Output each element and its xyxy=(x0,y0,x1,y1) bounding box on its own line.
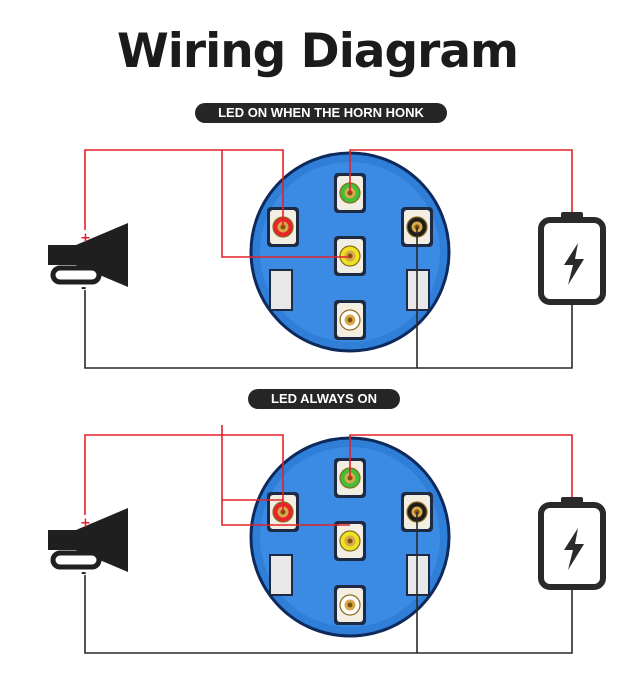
section-label-always-on: LED ALWAYS ON xyxy=(248,389,400,409)
wiring-diagram-horn-honk: +- xyxy=(48,149,606,369)
battery-icon xyxy=(538,212,606,305)
wire-battery-positive xyxy=(349,434,573,497)
terminal-plain xyxy=(334,300,366,340)
wire-battery-negative xyxy=(417,305,573,369)
page-title: Wiring Diagram xyxy=(116,24,519,79)
section-label-horn-honk: LED ON WHEN THE HORN HONK xyxy=(195,103,447,123)
wiring-diagram-always-on: +- xyxy=(48,425,606,654)
terminal-yellow xyxy=(334,236,366,276)
wire-led-yellow xyxy=(221,425,350,526)
wire-battery-negative xyxy=(417,590,573,654)
horn-minus-sign: - xyxy=(81,281,86,296)
wires xyxy=(84,149,573,369)
wires xyxy=(84,425,573,654)
horn-plus-sign: + xyxy=(80,231,91,246)
wire-horn-positive xyxy=(84,149,284,230)
wire-horn-positive xyxy=(84,434,284,515)
wire-horn-negative xyxy=(84,512,418,654)
horn-minus-sign: - xyxy=(81,566,86,581)
terminal-yellow xyxy=(334,521,366,561)
battery-icon xyxy=(538,497,606,590)
horn-icon xyxy=(48,223,128,287)
switch-tab-right xyxy=(406,269,430,311)
wire-battery-positive xyxy=(349,149,573,212)
switch-tab-right xyxy=(406,554,430,596)
switch-tab-left xyxy=(269,269,293,311)
horn-plus-sign: + xyxy=(80,516,91,531)
horn-icon xyxy=(48,508,128,572)
lightning-bolt-icon xyxy=(564,243,584,285)
terminal-plain xyxy=(334,585,366,625)
switch-tab-left xyxy=(269,554,293,596)
wire-led-yellow xyxy=(221,150,350,258)
wire-horn-negative xyxy=(84,227,418,369)
lightning-bolt-icon xyxy=(564,528,584,570)
